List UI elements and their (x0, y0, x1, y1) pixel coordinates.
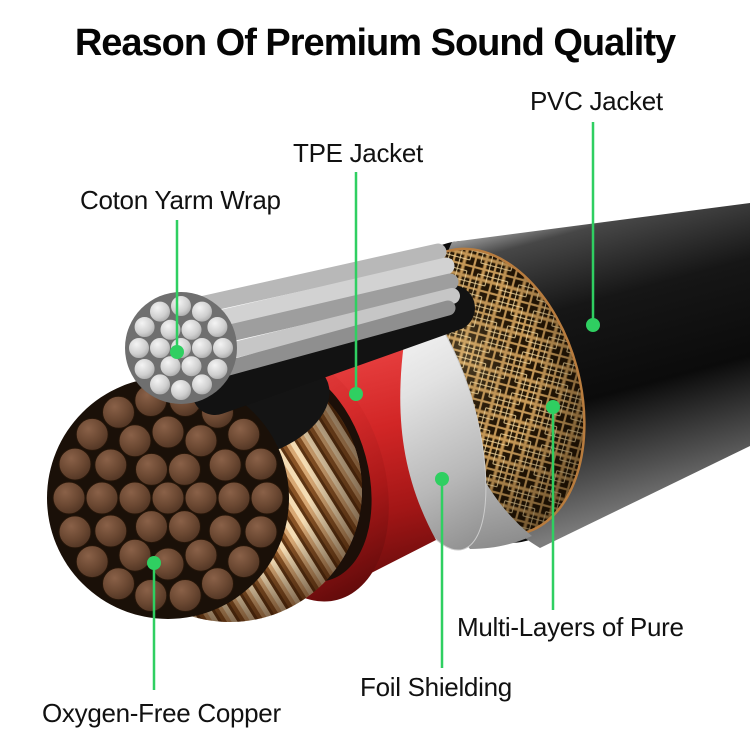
copper-strand (250, 481, 284, 515)
callout-dot-multi (546, 400, 560, 414)
yarn-strand (133, 316, 156, 338)
yarn-strand (206, 358, 229, 380)
yarn-strand (191, 337, 213, 359)
copper-strand (201, 567, 234, 601)
copper-strand (227, 545, 261, 579)
copper-strand (208, 514, 242, 548)
copper-strand (135, 510, 168, 544)
copper-strand (118, 481, 152, 515)
copper-strand (168, 452, 201, 486)
label-foil-shielding: Foil Shielding (360, 672, 512, 702)
callout-dot-tpe (349, 387, 363, 401)
copper-strand (217, 481, 251, 515)
yarn-strand (133, 358, 156, 380)
copper-strand (168, 579, 202, 612)
page-title: Reason Of Premium Sound Quality (74, 22, 676, 64)
copper-strand (52, 481, 86, 515)
yarn-strand (128, 337, 150, 359)
yarn-strand (212, 337, 234, 359)
copper-strand (184, 424, 218, 458)
copper-strand (227, 417, 261, 451)
copper-strand (102, 395, 135, 429)
copper-strand (75, 545, 109, 579)
copper-strand (244, 515, 278, 549)
yarn-strand (191, 300, 213, 323)
yarn-strand (170, 295, 192, 317)
copper-strand (151, 481, 185, 515)
yarn-rope (187, 243, 475, 415)
label-oxygen-free-copper: Oxygen-Free Copper (42, 698, 281, 728)
copper-strand (94, 448, 128, 482)
copper-strand (208, 448, 242, 482)
yarn-strand (191, 373, 213, 396)
copper-strand (94, 514, 128, 548)
copper-strand (102, 567, 135, 601)
label-multi-layers: Multi-Layers of Pure (457, 612, 684, 642)
copper-strand (85, 481, 119, 515)
copper-strand (118, 538, 152, 572)
yarn-strand (170, 379, 192, 401)
copper-strand (244, 447, 278, 481)
copper-strand (184, 481, 218, 515)
callout-dot-coton (170, 345, 184, 359)
callout-dot-foil (435, 472, 449, 486)
copper-strand (118, 424, 152, 458)
yarn-strand (149, 337, 171, 359)
copper-strand (151, 415, 185, 449)
copper-strand (184, 538, 218, 572)
label-tpe-jacket: TPE Jacket (293, 138, 423, 168)
yarn-strand (149, 373, 171, 396)
label-coton-yarm-wrap: Coton Yarm Wrap (80, 185, 281, 215)
yarn-strand (206, 316, 229, 338)
copper-strand (134, 579, 168, 612)
callout-dot-oxygen (147, 556, 161, 570)
callout-dot-pvc (586, 318, 600, 332)
label-pvc-jacket: PVC Jacket (530, 86, 663, 116)
yarn-strand (159, 355, 182, 378)
copper-strand (75, 417, 109, 451)
copper-strand (135, 452, 168, 486)
yarn-strand (180, 318, 203, 341)
copper-strand (58, 447, 92, 481)
yarn-strand (149, 300, 171, 323)
yarn-strand (180, 355, 203, 378)
copper-strand (168, 510, 201, 544)
copper-strand (58, 515, 92, 549)
